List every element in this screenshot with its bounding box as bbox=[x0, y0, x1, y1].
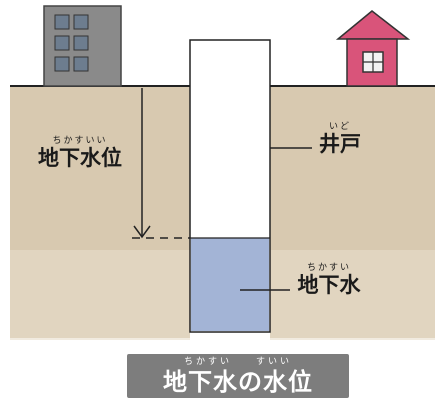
building-icon bbox=[43, 5, 122, 87]
water-level-text: 地下水位 bbox=[38, 146, 122, 170]
well-ruby: いど bbox=[328, 122, 351, 132]
caption-ruby: ちかすい すいい bbox=[183, 357, 292, 367]
water-level-ruby: ちかすいい bbox=[52, 136, 108, 146]
caption-box: ちかすい すいい 地下水の水位 bbox=[127, 354, 349, 398]
caption-title: 地下水の水位 bbox=[163, 368, 313, 396]
well-label: いど 井戸 bbox=[312, 122, 368, 156]
soil-fade-right bbox=[270, 250, 435, 340]
groundwater-fill bbox=[191, 238, 269, 331]
groundwater-ruby: ちかすい bbox=[306, 263, 351, 273]
well-text: 井戸 bbox=[319, 132, 361, 156]
soil-fade-left bbox=[10, 250, 190, 340]
groundwater-label: ちかすい 地下水 bbox=[290, 263, 368, 297]
groundwater-text: 地下水 bbox=[297, 273, 361, 297]
house-icon bbox=[335, 10, 411, 87]
arrow-head bbox=[133, 225, 151, 239]
water-level-label: ちかすいい 地下水位 bbox=[30, 136, 130, 170]
